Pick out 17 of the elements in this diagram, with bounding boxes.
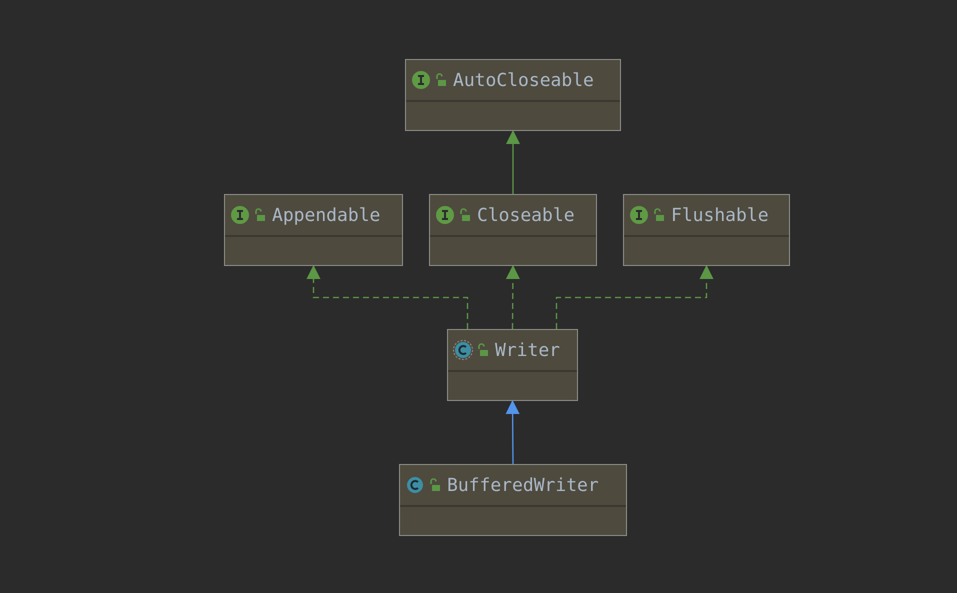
inheritance-arrow [306,265,468,329]
class-name: Appendable [272,204,380,226]
inheritance-arrow [506,130,520,194]
inheritance-arrow [506,265,520,329]
class-box [429,194,597,266]
class-name: Closeable [477,204,575,226]
class-box [224,194,403,266]
inheritance-arrow [556,265,714,329]
class-box [399,464,627,536]
class-name: BufferedWriter [447,474,599,496]
class-name: Writer [495,340,560,360]
inheritance-arrow [506,400,520,464]
class-box [447,329,578,401]
class-box [623,194,790,266]
class-box [405,59,621,131]
class-name: AutoCloseable [453,70,594,90]
class-name: Flushable [671,204,769,226]
